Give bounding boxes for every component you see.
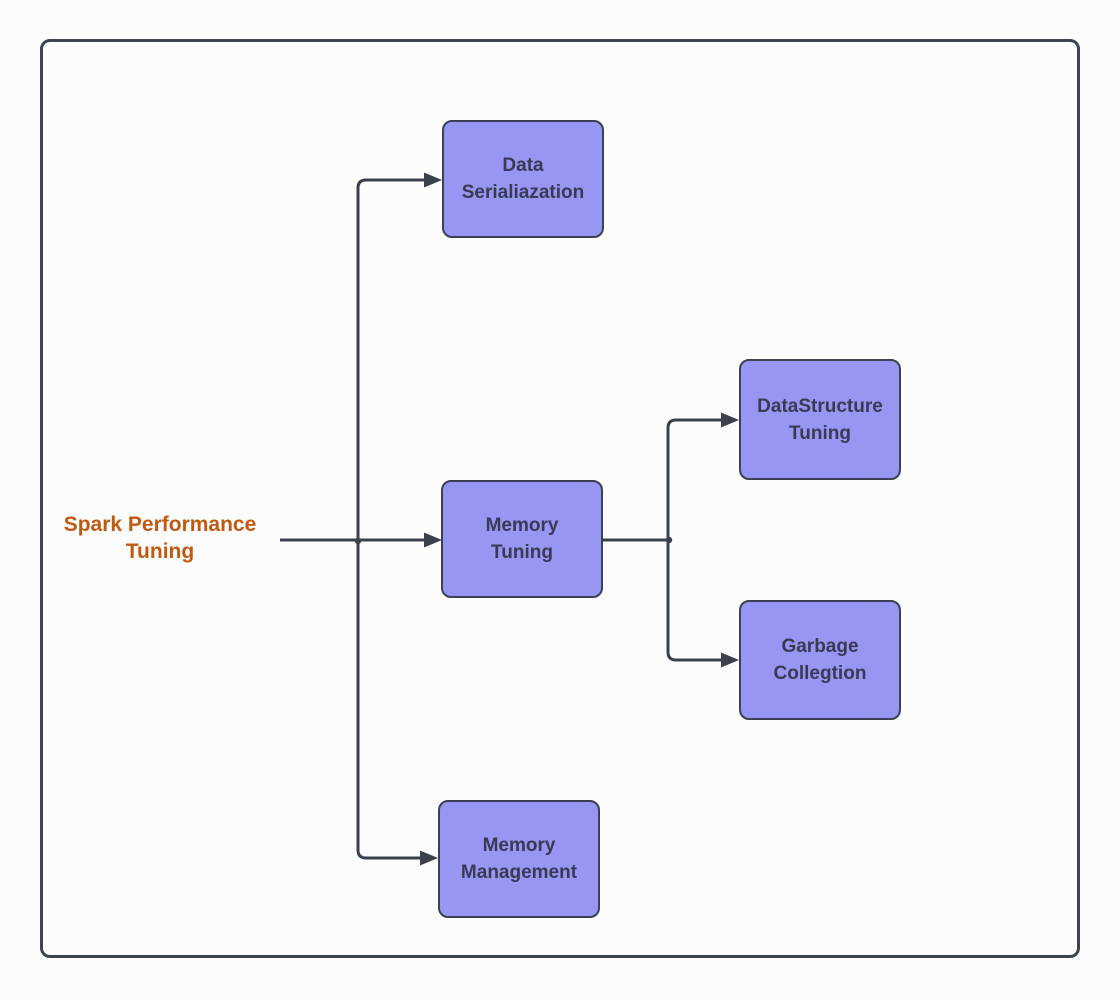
node-label-line: Collegtion [773, 663, 867, 684]
node-label-line: Garbage [781, 636, 859, 657]
node-memory-tuning: Memory Tuning [441, 480, 603, 598]
node-label-line: DataStructure [757, 395, 883, 417]
node-label-line: Tuning [491, 542, 553, 563]
node-garbage-collegtion: Garbage Collegtion [739, 600, 901, 720]
node-data-serialiazation: Data Serialiazation [442, 120, 604, 238]
node-label-line: Memory [482, 835, 556, 856]
node-datastructure-tuning: DataStructure Tuning [739, 359, 901, 480]
node-memory-management: Memory Management [438, 800, 600, 918]
node-label-line: Data [502, 155, 544, 176]
node-label-line: Tuning [789, 422, 851, 444]
root-node-spark-performance-tuning: Spark Performance Tuning [50, 511, 270, 565]
root-label-line: Spark Performance [63, 513, 257, 536]
diagram-frame [40, 39, 1080, 958]
node-label-line: Serialiazation [461, 182, 585, 203]
node-label-line: Memory [485, 515, 559, 536]
node-label-line: Management [460, 862, 578, 883]
root-label-line: Tuning [125, 540, 195, 563]
